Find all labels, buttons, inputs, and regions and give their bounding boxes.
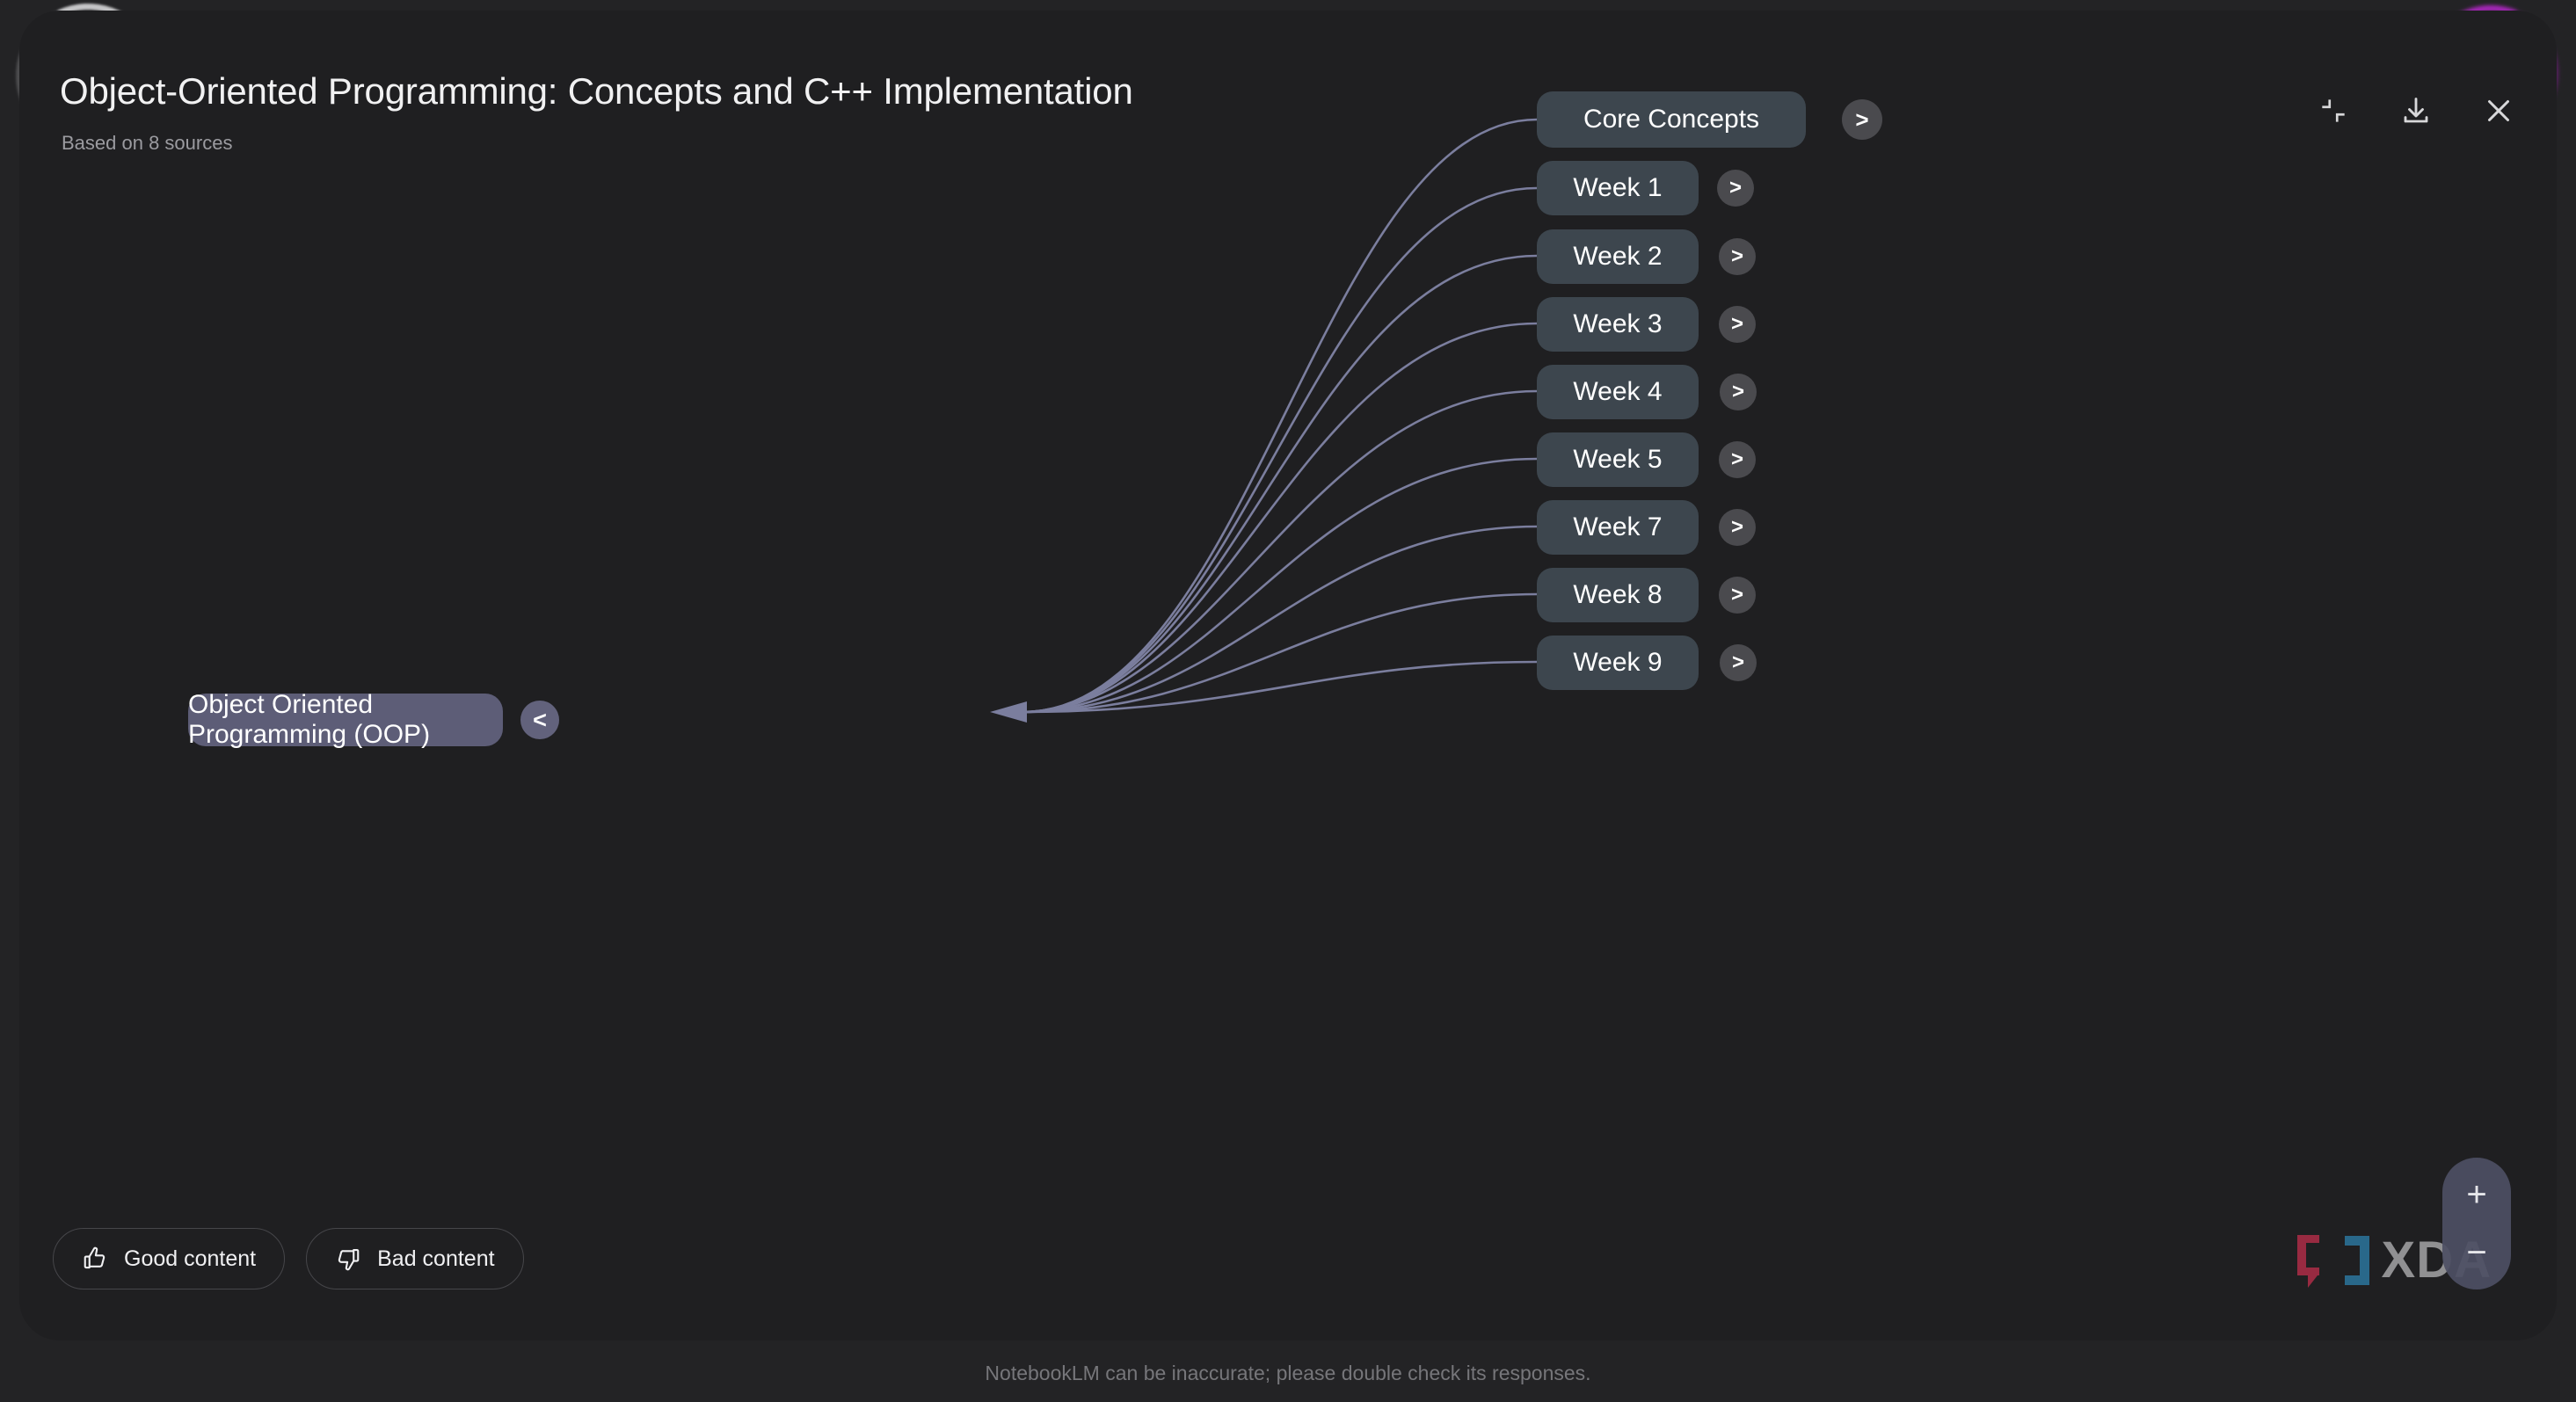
good-content-label: Good content — [124, 1246, 257, 1271]
child-node-label: Week 7 — [1573, 512, 1663, 541]
child-node-week-7[interactable]: Week 7 — [1537, 500, 1699, 555]
page-title: Object-Oriented Programming: Concepts an… — [60, 70, 1133, 112]
thumbs-down-icon — [335, 1246, 361, 1272]
child-node-label: Week 3 — [1573, 309, 1663, 338]
child-node-week-1[interactable]: Week 1 — [1537, 161, 1699, 215]
collapse-button[interactable] — [2312, 90, 2354, 132]
edge-layer — [990, 118, 1539, 723]
edge-week-5 — [1021, 457, 1539, 714]
expand-chevron-week-4[interactable]: > — [1720, 374, 1757, 410]
child-node-week-9[interactable]: Week 9 — [1537, 636, 1699, 690]
bad-content-button[interactable]: Bad content — [306, 1228, 524, 1289]
expand-chevron-week-5[interactable]: > — [1719, 441, 1756, 478]
child-node-label: Week 8 — [1573, 580, 1663, 609]
expand-chevron-week-1[interactable]: > — [1717, 170, 1754, 207]
edge-week-8 — [1021, 592, 1539, 714]
root-node[interactable]: Object Oriented Programming (OOP) — [188, 690, 503, 749]
close-icon — [2483, 95, 2514, 127]
edge-core-concepts — [1021, 118, 1539, 714]
zoom-controls: + − — [2442, 1158, 2511, 1289]
edge-week-2 — [1021, 254, 1539, 714]
child-node-label: Week 5 — [1573, 445, 1663, 474]
mindmap-panel: Object-Oriented Programming: Concepts an… — [19, 11, 2557, 1340]
edge-week-1 — [1021, 186, 1539, 714]
feedback-buttons: Good content Bad content — [53, 1228, 524, 1289]
expand-chevron-core-concepts[interactable]: > — [1842, 99, 1882, 140]
sources-subtitle: Based on 8 sources — [62, 132, 233, 154]
child-node-week-2[interactable]: Week 2 — [1537, 229, 1699, 284]
download-button[interactable] — [2395, 90, 2437, 132]
edge-week-3 — [1021, 322, 1539, 714]
xda-bracket-red-icon — [2296, 1235, 2319, 1288]
disclaimer-text: NotebookLM can be inaccurate; please dou… — [985, 1362, 1591, 1384]
good-content-button[interactable]: Good content — [53, 1228, 286, 1289]
zoom-out-button[interactable]: − — [2466, 1233, 2487, 1272]
child-node-week-4[interactable]: Week 4 — [1537, 365, 1699, 419]
expand-chevron-week-9[interactable]: > — [1720, 644, 1757, 681]
header-actions — [2312, 90, 2520, 132]
child-node-core-concepts[interactable]: Core Concepts — [1537, 91, 1806, 148]
bad-content-label: Bad content — [377, 1246, 495, 1271]
download-icon — [2400, 95, 2432, 127]
xda-bracket-blue-icon — [2344, 1236, 2369, 1285]
expand-chevron-week-2[interactable]: > — [1719, 238, 1756, 275]
child-node-week-5[interactable]: Week 5 — [1537, 432, 1699, 487]
edge-week-4 — [1021, 389, 1539, 714]
child-node-label: Week 4 — [1573, 377, 1663, 406]
edge-hub-marker — [990, 701, 1027, 723]
child-node-week-3[interactable]: Week 3 — [1537, 297, 1699, 352]
child-node-label: Week 2 — [1573, 242, 1663, 271]
child-node-label: Week 1 — [1573, 173, 1663, 202]
root-node-label: Object Oriented Programming (OOP) — [188, 690, 431, 749]
child-node-label: Core Concepts — [1583, 105, 1760, 134]
expand-chevron-week-3[interactable]: > — [1719, 306, 1756, 343]
mindmap-canvas[interactable]: Object Oriented Programming (OOP) < Core… — [19, 11, 2557, 1340]
close-button[interactable] — [2478, 90, 2520, 132]
child-node-label: Week 9 — [1573, 648, 1663, 677]
zoom-in-button[interactable]: + — [2466, 1175, 2487, 1214]
collapse-icon — [2318, 96, 2348, 126]
expand-chevron-week-7[interactable]: > — [1719, 509, 1756, 546]
thumbs-up-icon — [82, 1246, 108, 1272]
expand-chevron-week-8[interactable]: > — [1719, 577, 1756, 614]
edge-week-9 — [1021, 660, 1539, 714]
edge-week-7 — [1021, 525, 1539, 714]
child-node-week-8[interactable]: Week 8 — [1537, 568, 1699, 622]
panel-header: Object-Oriented Programming: Concepts an… — [19, 11, 2557, 178]
root-collapse-chevron[interactable]: < — [520, 701, 559, 739]
